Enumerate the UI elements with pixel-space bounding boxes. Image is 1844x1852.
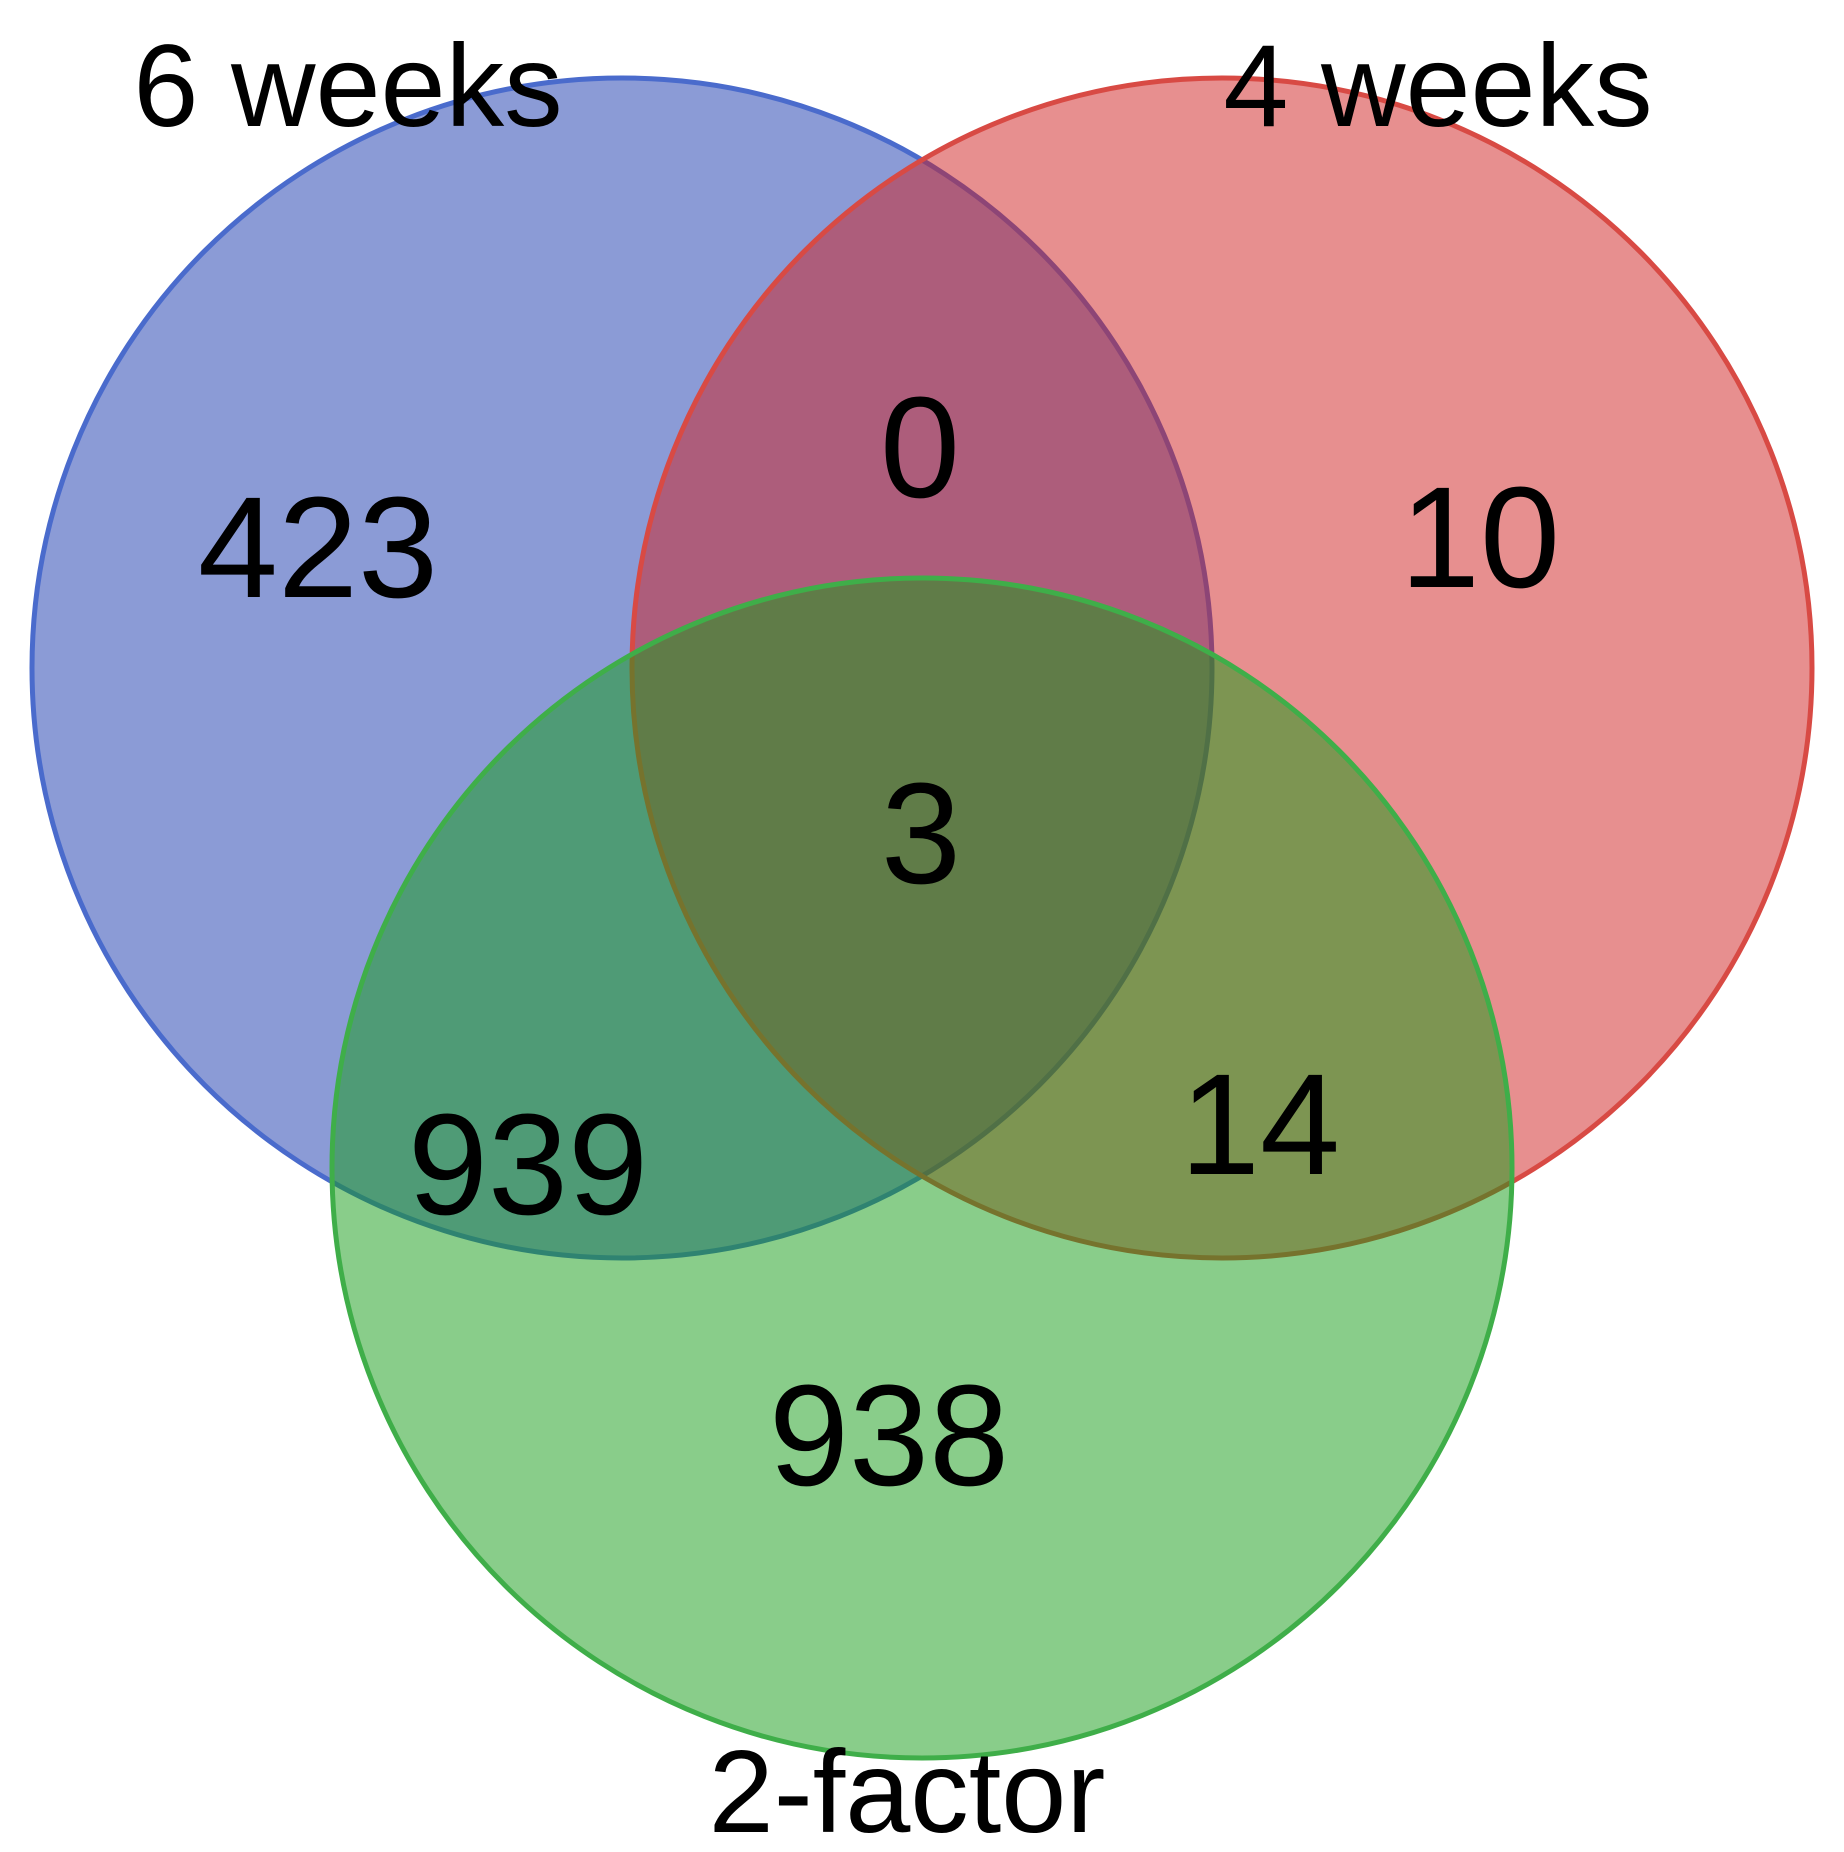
label-6-weeks: 6 weeks xyxy=(133,20,562,151)
count-6-weeks-only: 423 xyxy=(198,467,438,628)
count-4-weeks-and-2-factor: 14 xyxy=(1180,1044,1340,1205)
count-6-and-4-weeks: 0 xyxy=(880,367,960,528)
count-6-weeks-and-2-factor: 939 xyxy=(408,1084,648,1245)
circle-2-factor xyxy=(329,575,1515,1761)
label-2-factor: 2-factor xyxy=(709,1726,1106,1852)
count-2-factor-only: 938 xyxy=(769,1355,1009,1516)
count-all-three: 3 xyxy=(881,753,961,914)
label-4-weeks: 4 weeks xyxy=(1223,20,1652,151)
count-4-weeks-only: 10 xyxy=(1400,457,1560,618)
